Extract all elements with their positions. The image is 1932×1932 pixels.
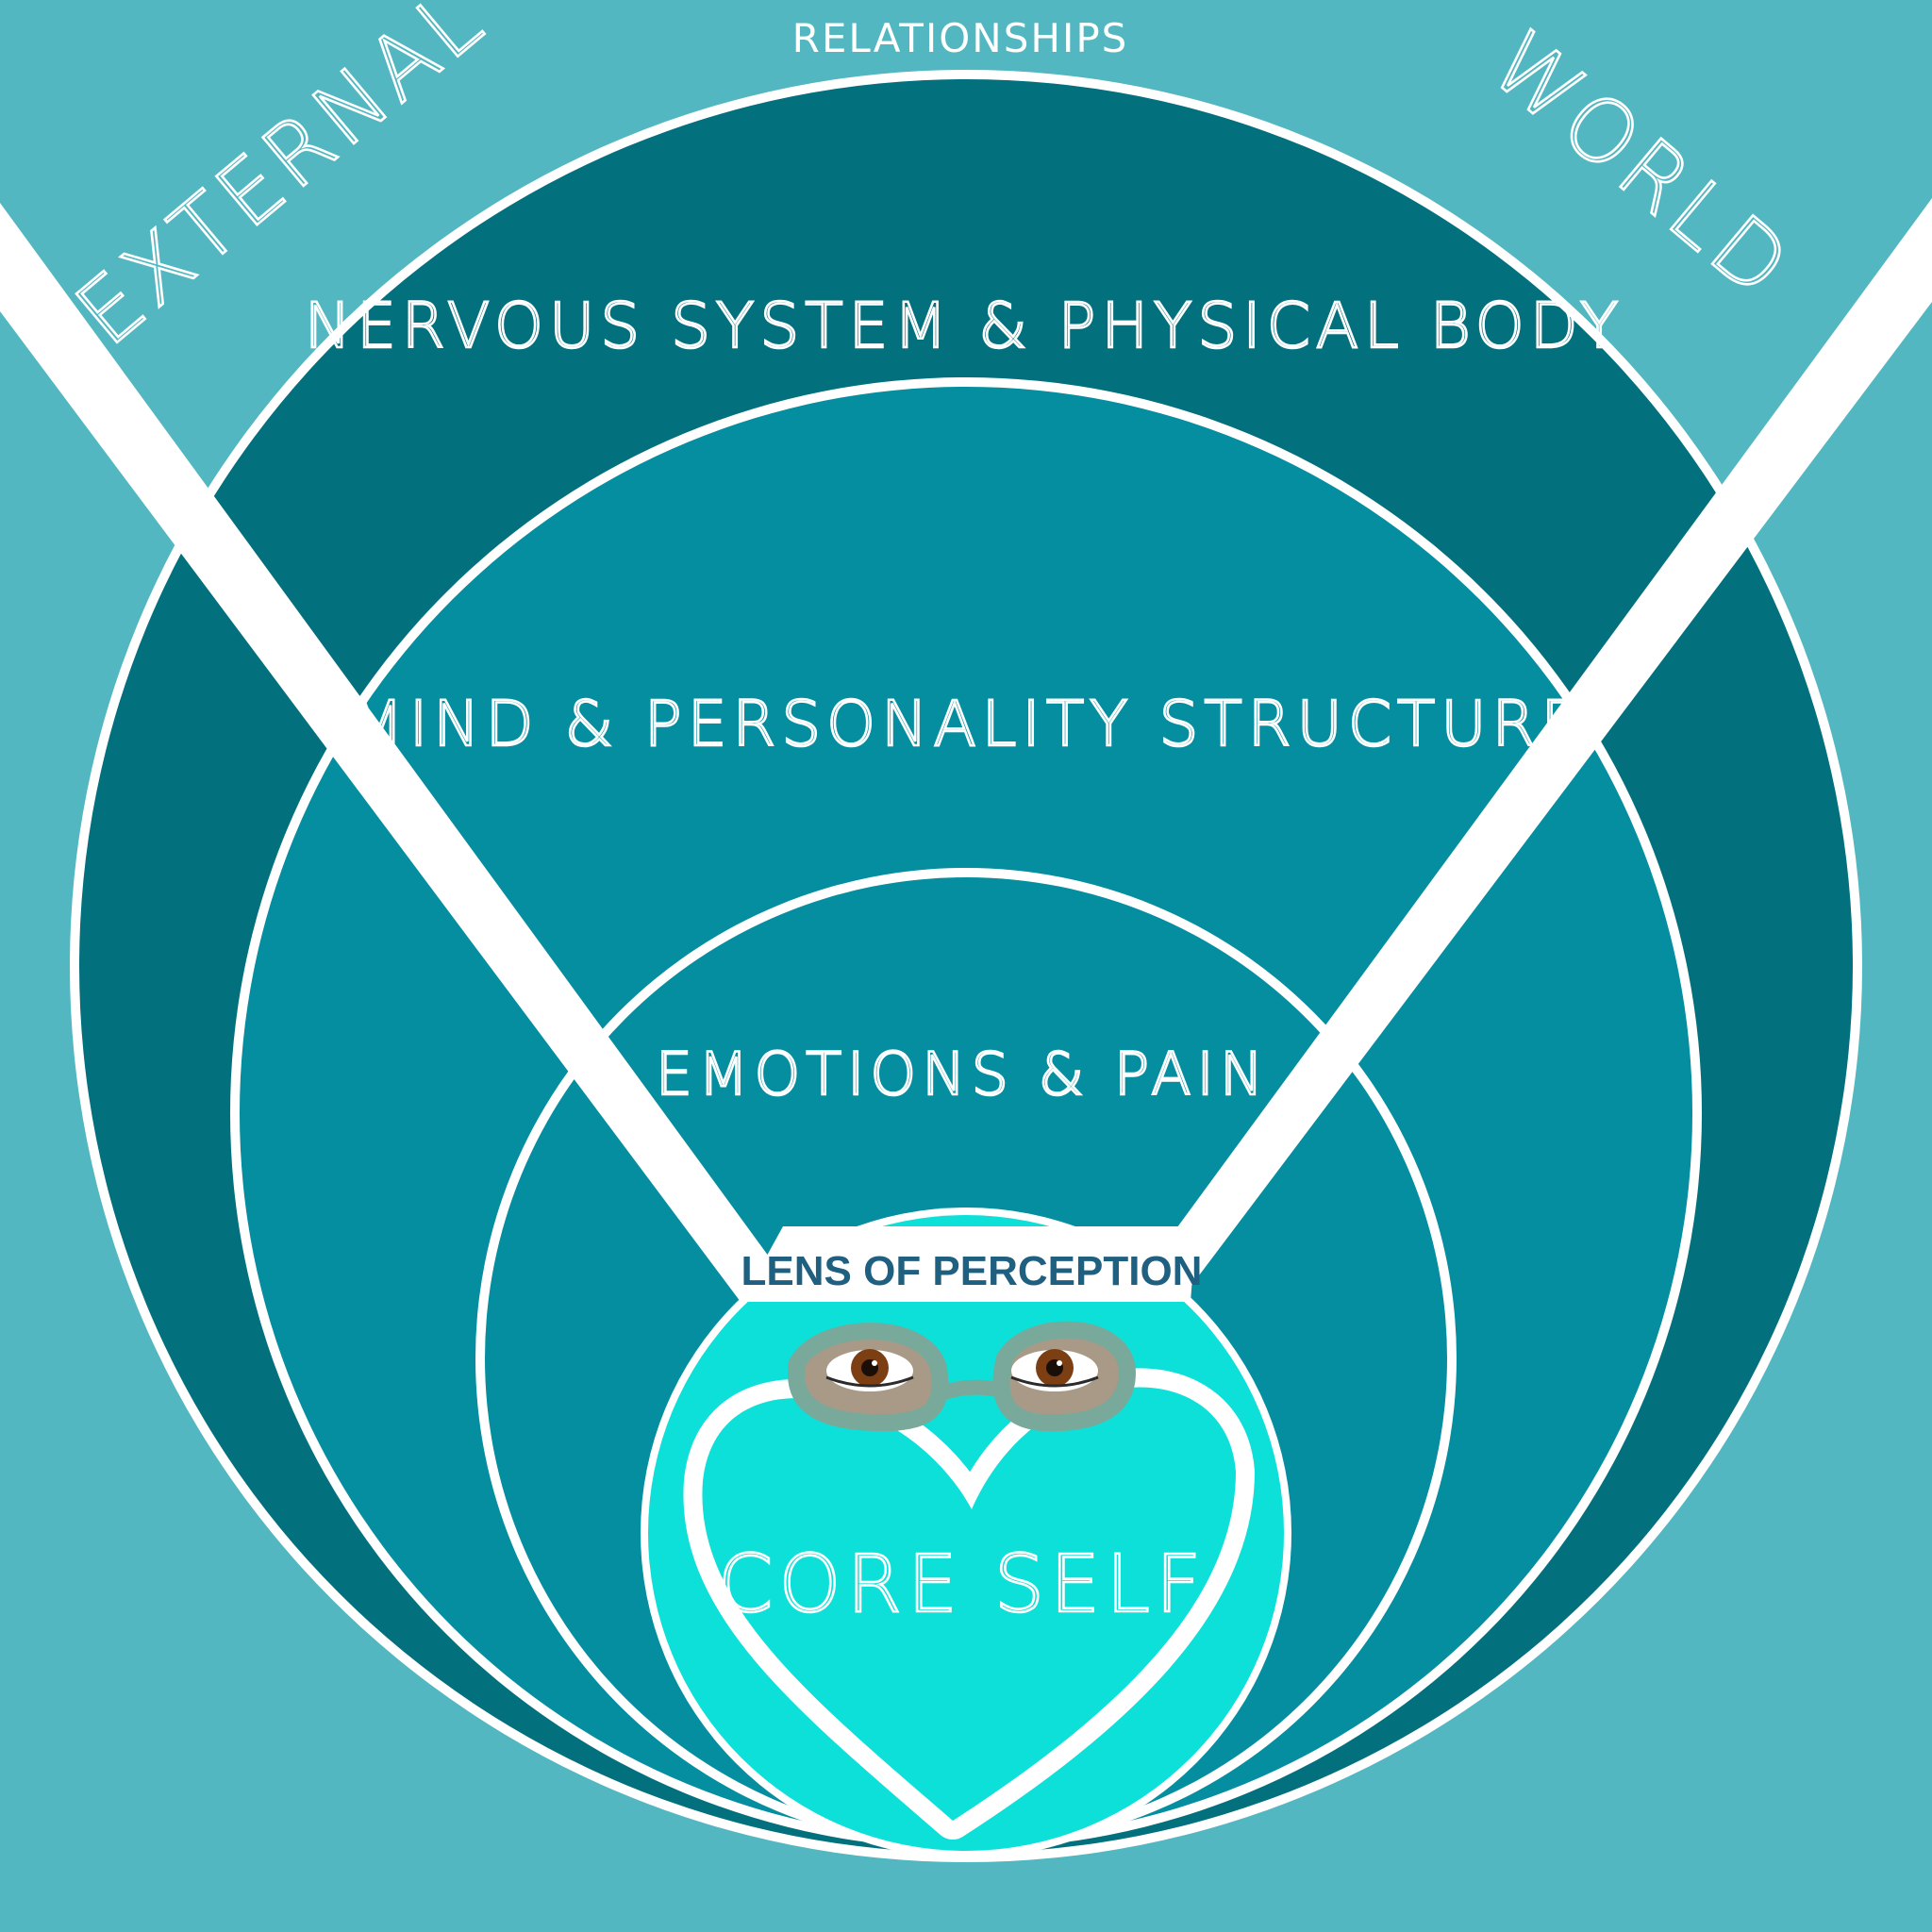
- lens-of-perception-label: LENS OF PERCEPTION: [741, 1248, 1203, 1294]
- heart-icon: [683, 1368, 1255, 1840]
- lens-bar: [741, 1226, 1196, 1302]
- relationships-label: RELATIONSHIPS: [792, 15, 1129, 61]
- mind-personality-label: MIND & PERSONALITY STRUCTURE: [350, 688, 1586, 760]
- right-eye-icon: [1010, 1349, 1099, 1391]
- nervous-system-label: NERVOUS SYSTEM & PHYSICAL BODY: [305, 290, 1624, 362]
- left-eye-icon: [825, 1349, 914, 1391]
- perception-v-lines: [0, 198, 1932, 1302]
- core-self-label: CORE SELF: [718, 1538, 1207, 1630]
- right-perception-line: [1123, 198, 1932, 1302]
- left-perception-line: [0, 203, 802, 1302]
- emotions-pain-label: EMOTIONS & PAIN: [656, 1040, 1269, 1108]
